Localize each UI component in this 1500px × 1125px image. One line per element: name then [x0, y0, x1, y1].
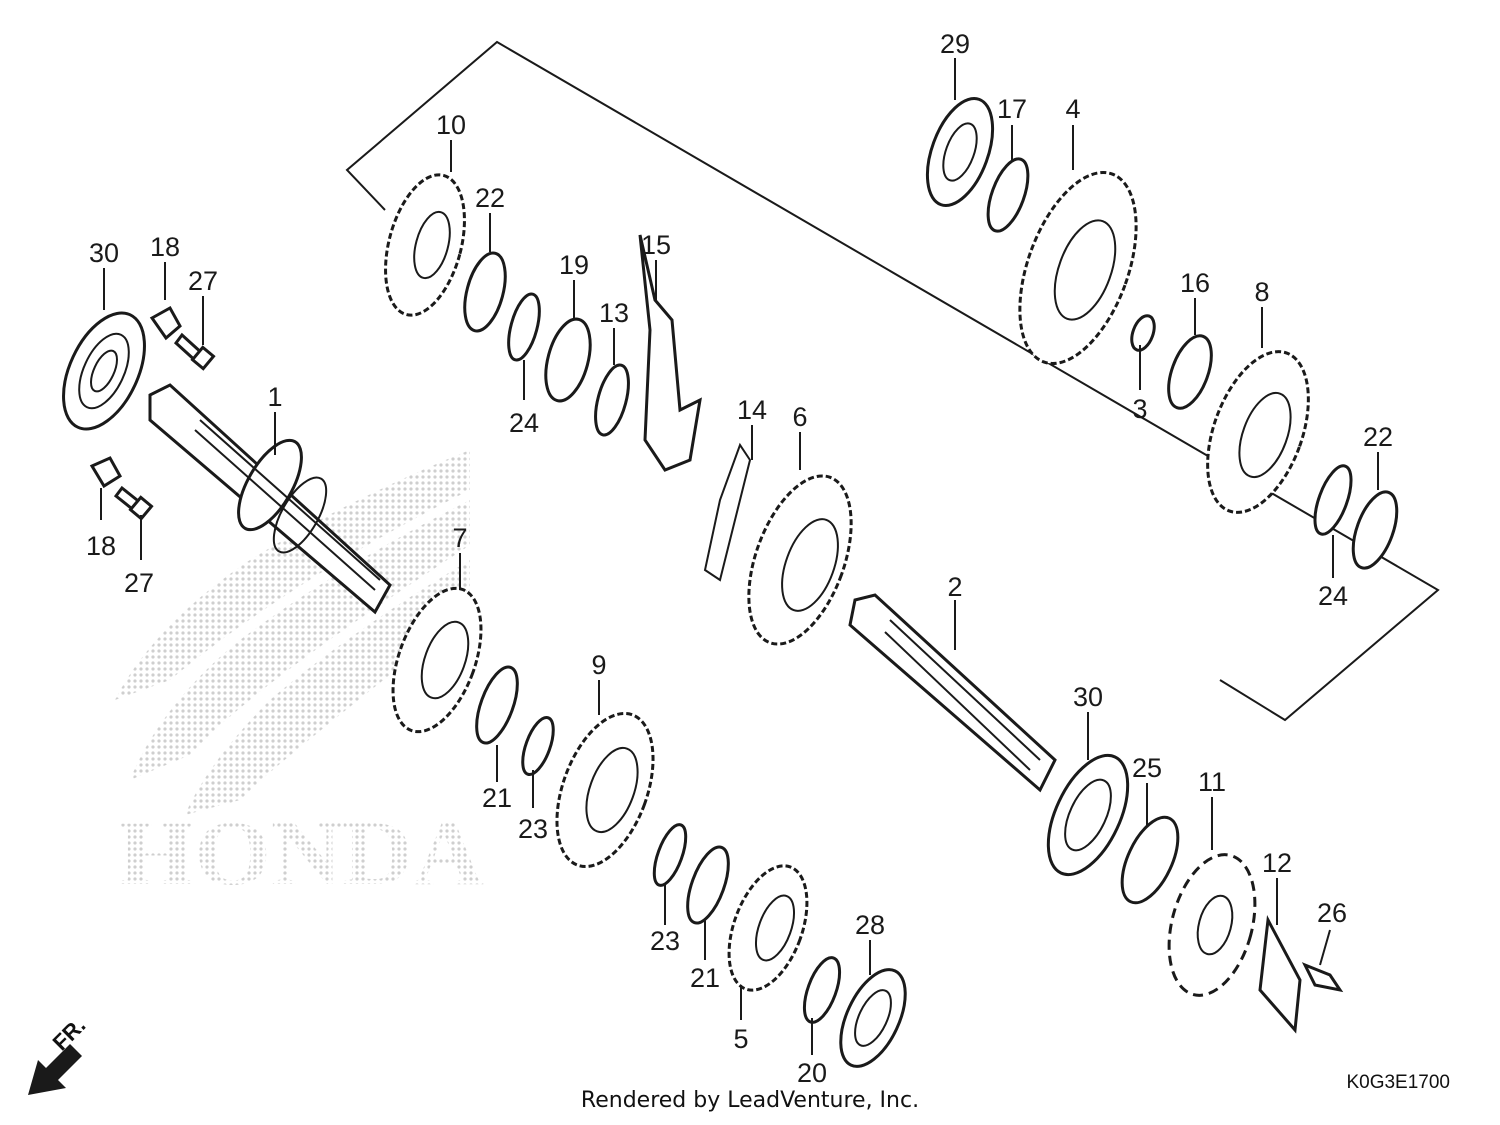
- mainshaft: [148, 383, 392, 615]
- set-plate-upper: [149, 305, 216, 371]
- countershaft-group-bracket: [345, 40, 1440, 722]
- washer-20: [802, 956, 842, 1024]
- sprocket-plate-12: [1258, 915, 1302, 1034]
- callout-labels: 30 18 27 1 18 27 10 22 24 19 13 15 14 6 …: [86, 29, 1393, 1088]
- washer-16: [1167, 334, 1213, 410]
- leader-lines: [100, 58, 1379, 1055]
- callout-16: 16: [1180, 268, 1210, 298]
- bearing-right: [1046, 753, 1130, 877]
- gear-8: [1206, 350, 1310, 514]
- callout-19: 19: [559, 250, 589, 280]
- callout-17: 17: [997, 94, 1027, 124]
- callout-13: 13: [599, 298, 629, 328]
- gear-9: [555, 711, 655, 869]
- callout-5: 5: [733, 1024, 748, 1054]
- drive-sprocket-11: [1167, 853, 1257, 997]
- washer-19: [544, 317, 592, 403]
- callout-9: 9: [591, 650, 606, 680]
- circlip-24-lower: [1313, 464, 1353, 536]
- callout-28: 28: [855, 910, 885, 940]
- callout-15: 15: [641, 230, 671, 260]
- callout-29: 29: [940, 29, 970, 59]
- callout-2: 2: [947, 572, 962, 602]
- callout-23-lower: 23: [650, 926, 680, 956]
- callout-30-left: 30: [89, 238, 119, 268]
- bolt-26: [1301, 962, 1344, 993]
- callout-26: 26: [1317, 898, 1347, 928]
- gear-10: [384, 173, 466, 317]
- honda-wing-watermark: [115, 450, 470, 815]
- callout-24-lower: 24: [1318, 581, 1348, 611]
- gear-4: [1018, 170, 1138, 366]
- callout-30-right: 30: [1073, 682, 1103, 712]
- callout-4: 4: [1065, 94, 1080, 124]
- callout-21-lower: 21: [690, 963, 720, 993]
- gear-7: [391, 586, 483, 734]
- honda-watermark-text: HONDA: [118, 802, 484, 904]
- callout-7: 7: [452, 523, 467, 553]
- callout-27-lower: 27: [124, 568, 154, 598]
- callout-21-upper: 21: [482, 783, 512, 813]
- diagram-code: K0G3E1700: [1346, 1072, 1450, 1093]
- callout-24-upper: 24: [509, 408, 539, 438]
- countershaft: [848, 593, 1057, 793]
- callout-22-lower: 22: [1363, 422, 1393, 452]
- washer-21-upper: [475, 665, 519, 745]
- callout-12: 12: [1262, 848, 1292, 878]
- washer-21-lower: [686, 845, 730, 925]
- callout-22-upper: 22: [475, 183, 505, 213]
- circlip-23-upper: [521, 716, 555, 776]
- gear-5: [727, 864, 809, 992]
- callout-1: 1: [267, 382, 282, 412]
- washer-22-lower: [1351, 490, 1399, 570]
- callout-23-upper: 23: [518, 814, 548, 844]
- bearing-29: [925, 97, 995, 207]
- washer-22-upper: [463, 251, 507, 333]
- bushing-13: [594, 363, 630, 437]
- oil-seal-25: [1120, 815, 1180, 905]
- credit-footer: Rendered by LeadVenture, Inc.: [580, 1088, 920, 1113]
- callout-18-lower: 18: [86, 531, 116, 561]
- callout-8: 8: [1254, 277, 1269, 307]
- set-plate-lower: [89, 456, 154, 521]
- bushing-3: [1130, 314, 1156, 352]
- washer-17: [986, 157, 1030, 233]
- callout-6: 6: [792, 402, 807, 432]
- bearing-left: [62, 311, 146, 431]
- callout-3: 3: [1132, 394, 1147, 424]
- circlip-23-lower: [652, 823, 688, 887]
- callout-14: 14: [737, 395, 767, 425]
- callout-27-upper: 27: [188, 266, 218, 296]
- callout-11: 11: [1198, 767, 1226, 797]
- stopper-plate-15: [638, 234, 702, 472]
- callout-25: 25: [1132, 753, 1162, 783]
- callout-18-upper: 18: [150, 232, 180, 262]
- callout-10: 10: [436, 110, 466, 140]
- bearing-28: [839, 968, 907, 1068]
- callout-20: 20: [797, 1058, 827, 1088]
- spring-14: [703, 442, 752, 582]
- front-direction-arrow: [28, 1044, 82, 1095]
- gear-6: [747, 474, 853, 646]
- circlip-24-upper: [507, 292, 541, 362]
